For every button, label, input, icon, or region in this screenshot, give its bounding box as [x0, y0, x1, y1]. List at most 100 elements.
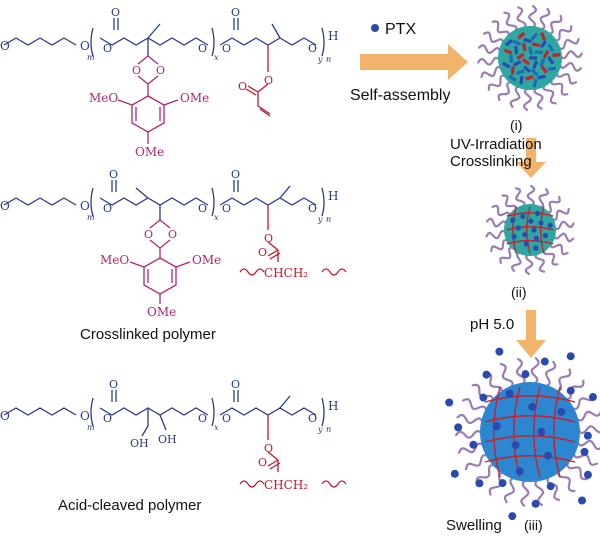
subscript-y: y: [317, 425, 323, 434]
crosslink-chain-label: CHCH₂: [264, 266, 308, 280]
loaded-drug-dash: [547, 43, 555, 53]
peg-corona-chain: [484, 371, 503, 395]
acetal-ring-oxygen-1: O: [132, 64, 141, 77]
released-ptx-dot: [521, 370, 530, 379]
loaded-drug-dash: [527, 46, 534, 56]
peg-oxygen-label: O: [80, 409, 90, 423]
polymer1-backbone: [3, 18, 325, 57]
peg-corona-chain: [555, 70, 578, 85]
ester-oxygen-label-2: O: [198, 202, 207, 215]
carbonate-oxygen-label: O: [222, 412, 231, 425]
crosslink-network-line: [539, 206, 545, 254]
loaded-drug-dash: [503, 48, 513, 55]
ptx-drug-dot: [538, 220, 544, 226]
stage-iii-label: (iii): [524, 517, 543, 533]
ptx-drug-dot: [528, 218, 534, 224]
methoxy-left-label: MeO: [100, 253, 129, 267]
peg-corona-chain: [575, 439, 600, 451]
loaded-drug-dash: [523, 37, 532, 44]
subscript-y: y: [317, 55, 323, 64]
crosslink-network-line: [506, 239, 554, 245]
ptx-drug-dot: [523, 241, 529, 247]
loaded-drug-dash: [529, 56, 538, 60]
loaded-drug-dash: [516, 52, 525, 60]
methoxy-o-label: O: [0, 39, 10, 53]
micelle-core: [504, 204, 556, 256]
loaded-drug-dash: [504, 38, 514, 47]
subscript-n: n: [326, 215, 331, 224]
loaded-drug-dash: [537, 74, 546, 80]
peg-corona-chain: [539, 7, 551, 31]
loaded-drug-dash: [531, 42, 541, 48]
ptx-drug-dot: [533, 235, 540, 241]
carbonate-oxygen-label: O: [222, 42, 231, 55]
loaded-drug-dash: [509, 55, 513, 64]
peg-corona-chain: [557, 469, 576, 493]
peg-corona-chain: [522, 86, 533, 111]
loaded-drug-dash: [508, 74, 517, 82]
peg-corona-chain: [546, 475, 561, 502]
ptx-drug-dot: [511, 441, 520, 450]
peg-corona-chain: [482, 31, 505, 46]
peg-corona-chain: [485, 217, 508, 228]
peg-corona-chain: [503, 11, 518, 33]
loaded-drug-dash: [532, 78, 538, 88]
peg-corona-chain: [499, 362, 514, 389]
released-ptx-dot: [583, 431, 592, 440]
peg-corona-chain: [503, 476, 516, 504]
swelling-label: Swelling: [446, 517, 502, 534]
peg-corona-chain: [485, 229, 508, 240]
peg-corona-chain: [534, 251, 546, 273]
released-ptx-dot: [454, 423, 463, 432]
peg-corona-chain: [526, 184, 536, 208]
released-ptx-dot: [450, 469, 459, 478]
peg-corona-chain: [533, 86, 544, 110]
peg-corona-chain: [456, 413, 485, 425]
peg-corona-chain: [546, 14, 563, 35]
crosslinking-label: Crosslinking: [450, 153, 532, 170]
peg-corona-chain: [575, 410, 600, 422]
loaded-drug-dash: [547, 66, 557, 71]
released-ptx-dot: [583, 470, 592, 479]
peg-corona-chain: [543, 247, 559, 266]
terminal-oxygen-label: O: [308, 412, 317, 425]
peg-corona-chain: [550, 77, 569, 96]
methoxy-right-label: OMe: [180, 91, 209, 105]
released-ptx-dot: [566, 386, 575, 395]
crosslink-network-line: [512, 206, 517, 254]
acid-cleaved-polymer-structure: O O m O O O x O O O y n H OH OH O O CHCH…: [0, 378, 347, 492]
peg-corona-chain: [520, 478, 530, 507]
polymer1-acetal-group: [117, 55, 179, 144]
acrylate-ester-oxygen: O: [264, 74, 273, 87]
subscript-y: y: [317, 215, 323, 224]
ptx-drug-dot: [505, 389, 514, 398]
subscript-m: m: [87, 423, 95, 432]
peg-corona-chain: [477, 44, 502, 55]
peg-corona-chain: [558, 50, 583, 60]
peg-corona-chain: [550, 207, 570, 222]
peg-corona-chain: [554, 368, 572, 393]
ester-oxygen-label-2: O: [198, 412, 207, 425]
peg-corona-chain: [524, 252, 534, 276]
peg-oxygen-label: O: [80, 199, 90, 213]
subscript-m: m: [87, 213, 95, 222]
peg-corona-chain: [542, 83, 557, 105]
ptx-drug-dot: [534, 210, 541, 217]
crosslink-chain-label: CHCH₂: [264, 478, 308, 492]
released-ptx-dot: [475, 479, 484, 488]
ptx-drug-dot: [492, 422, 501, 431]
methoxy-o-label: O: [0, 409, 10, 423]
end-hydrogen-label: H: [328, 399, 338, 413]
ester-oxygen-label: O: [103, 42, 112, 55]
ester-oxygen-label: O: [103, 412, 112, 425]
peg-corona-chain: [515, 357, 526, 386]
uv-irradiation-label: UV-Irradiation: [450, 136, 542, 153]
methoxy-o-label: O: [0, 199, 10, 213]
crosslink-carbonyl-oxygen: O: [258, 456, 267, 469]
subscript-n: n: [326, 425, 331, 434]
ptx-drug-dot: [557, 407, 566, 416]
peg-corona-chain: [480, 65, 504, 78]
hydroxyl-label-1: OH: [130, 437, 149, 450]
peg-corona-chain: [556, 38, 580, 51]
